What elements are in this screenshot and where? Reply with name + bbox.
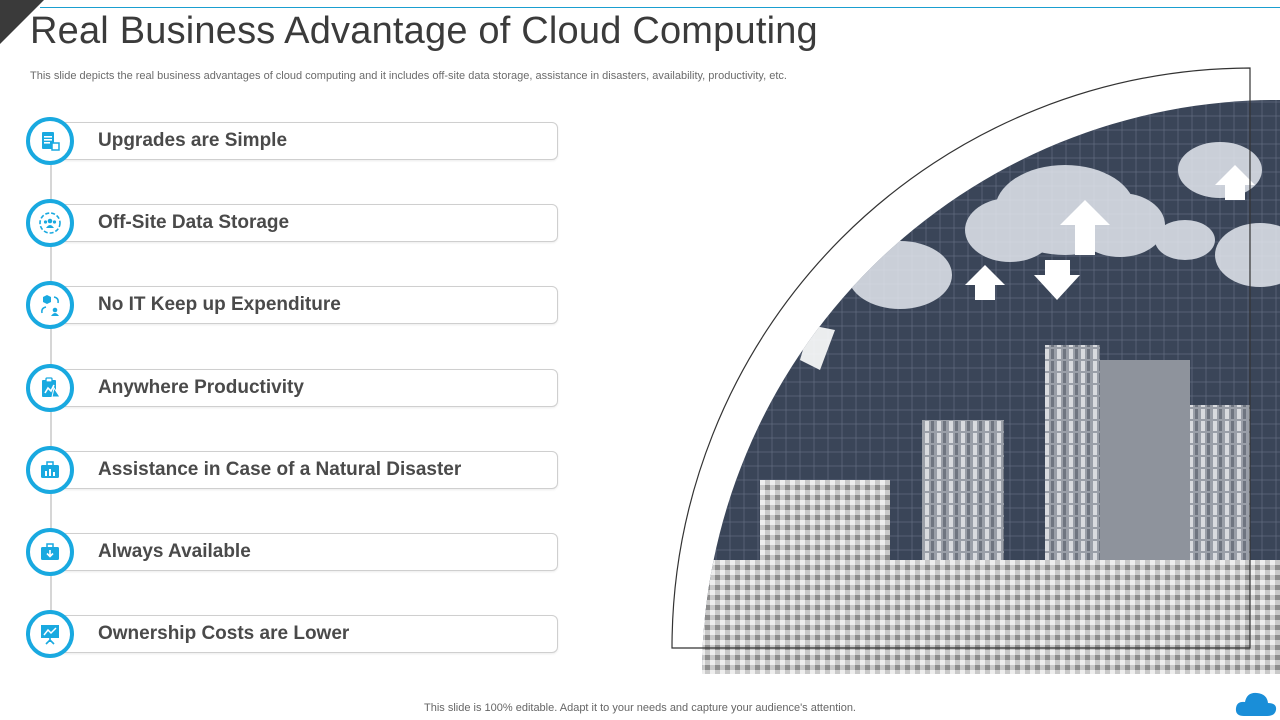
list-item[interactable]: Always Available bbox=[26, 527, 558, 578]
item-pill bbox=[50, 450, 558, 489]
list-item[interactable]: Off-Site Data Storage bbox=[26, 199, 558, 249]
advantages-list: Upgrades are Simple Off-Site Data Storag… bbox=[26, 117, 558, 692]
item-pill bbox=[50, 368, 558, 407]
cloud-icon bbox=[1235, 692, 1277, 716]
slide-title: Real Business Advantage of Cloud Computi… bbox=[30, 10, 818, 52]
presentation-board-icon bbox=[26, 610, 74, 659]
slide-footer: This slide is 100% editable. Adapt it to… bbox=[424, 702, 856, 714]
item-pill bbox=[50, 122, 558, 160]
item-pill bbox=[50, 204, 558, 243]
list-item[interactable]: Assistance in Case of a Natural Disaster bbox=[26, 445, 558, 496]
corner-decoration bbox=[0, 0, 44, 44]
item-label: Off-Site Data Storage bbox=[98, 212, 290, 234]
item-label: Assistance in Case of a Natural Disaster bbox=[98, 458, 462, 480]
item-pill bbox=[50, 615, 558, 654]
clipboard-chart-icon bbox=[26, 363, 74, 412]
briefcase-download-icon bbox=[26, 527, 74, 576]
item-pill bbox=[50, 532, 558, 571]
list-item[interactable]: Upgrades are Simple bbox=[26, 117, 558, 167]
item-label: Ownership Costs are Lower bbox=[98, 623, 350, 645]
cube-cycle-icon bbox=[26, 281, 74, 330]
slide-subtitle: This slide depicts the real business adv… bbox=[30, 70, 787, 82]
list-item[interactable]: No IT Keep up Expenditure bbox=[26, 281, 558, 331]
list-item[interactable]: Ownership Costs are Lower bbox=[26, 610, 558, 660]
item-label: No IT Keep up Expenditure bbox=[98, 294, 341, 316]
document-list-icon bbox=[26, 117, 74, 165]
item-label: Always Available bbox=[98, 540, 251, 562]
cloud-city-illustration bbox=[671, 67, 1280, 674]
item-label: Upgrades are Simple bbox=[98, 130, 288, 151]
item-pill bbox=[50, 286, 558, 325]
list-item[interactable]: Anywhere Productivity bbox=[26, 363, 558, 414]
team-circle-icon bbox=[26, 199, 74, 248]
item-label: Anywhere Productivity bbox=[98, 376, 304, 398]
header-rule bbox=[40, 7, 1280, 8]
briefcase-chart-icon bbox=[26, 445, 74, 494]
